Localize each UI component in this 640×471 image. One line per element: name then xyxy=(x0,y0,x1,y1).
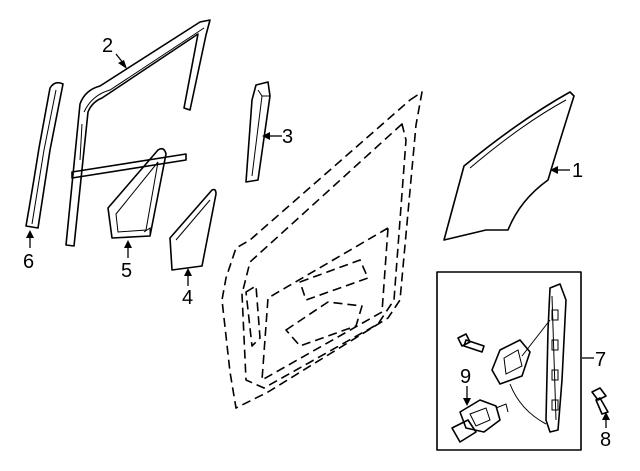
callout-7: 7 xyxy=(595,349,606,371)
part-3-sash-trim xyxy=(245,81,271,183)
part-5-quarter-glass-seal xyxy=(107,147,167,239)
callout-5: 5 xyxy=(121,260,132,282)
callout-1: 1 xyxy=(572,160,583,182)
regulator-bolt xyxy=(457,333,485,353)
regulator-inset-box xyxy=(436,271,582,451)
leader-lines xyxy=(26,53,610,428)
part-4-quarter-window xyxy=(169,188,217,271)
part-9-regulator-motor xyxy=(451,399,509,443)
part-6-rear-channel xyxy=(25,81,64,229)
part-8-bolt xyxy=(591,387,609,415)
callout-9: 9 xyxy=(460,366,471,388)
callout-6: 6 xyxy=(23,251,34,273)
part-2-glass-run-channel xyxy=(65,19,211,247)
callout-3: 3 xyxy=(282,126,293,148)
callout-4: 4 xyxy=(182,287,193,309)
callout-8: 8 xyxy=(600,429,611,451)
door-shell-outline xyxy=(221,91,423,409)
callout-2: 2 xyxy=(102,35,113,57)
part-1-door-glass xyxy=(443,91,575,241)
part-7-window-regulator xyxy=(491,283,567,433)
